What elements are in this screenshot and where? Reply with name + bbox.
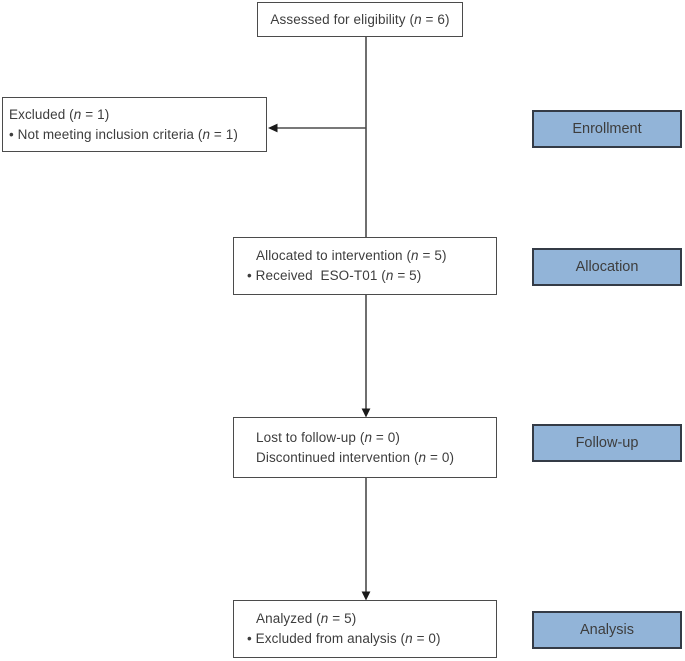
stage-allocation-text: Allocation xyxy=(575,259,639,275)
box-text-line: Discontinued intervention (n = 0) xyxy=(256,449,455,465)
stage-label-analysis: Analysis xyxy=(532,611,682,649)
box-text-line: Analyzed (n = 5) xyxy=(256,611,357,626)
box-excluded: Excluded (n = 1) • Not meeting inclusion … xyxy=(2,97,267,152)
stage-analysis-text: Analysis xyxy=(580,622,634,638)
arrowhead-to-excluded-icon xyxy=(268,123,278,133)
stage-label-follow-up: Follow-up xyxy=(532,424,682,462)
box-text-line: Lost to follow-up (n = 0) xyxy=(256,429,400,445)
box-text-line: Excluded (n = 1) xyxy=(9,106,110,122)
box-assessed-for-eligibility: Assessed for eligibility (n = 6) xyxy=(257,2,463,37)
box-text-line: • Excluded from analysis (n = 0) xyxy=(247,631,441,646)
box-lost-to-follow-up: Lost to follow-up (n = 0) Discontinued in… xyxy=(233,417,497,478)
stage-enrollment-text: Enrollment xyxy=(572,121,642,137)
box-text-line: Allocated to intervention (n = 5) xyxy=(256,248,447,263)
stage-label-enrollment: Enrollment xyxy=(532,110,682,148)
box-allocated-to-intervention: Allocated to intervention (n = 5) • Recei… xyxy=(233,237,497,295)
box-text-line: • Not meeting inclusion criteria (n = 1) xyxy=(9,126,238,142)
box-analyzed: Analyzed (n = 5) • Excluded from analysis… xyxy=(233,600,497,658)
box-text-line: Assessed for eligibility (n = 6) xyxy=(270,11,450,27)
stage-followup-text: Follow-up xyxy=(575,435,639,451)
box-text-line: • Received ESO-T01 (n = 5) xyxy=(247,268,422,283)
stage-label-allocation: Allocation xyxy=(532,248,682,286)
